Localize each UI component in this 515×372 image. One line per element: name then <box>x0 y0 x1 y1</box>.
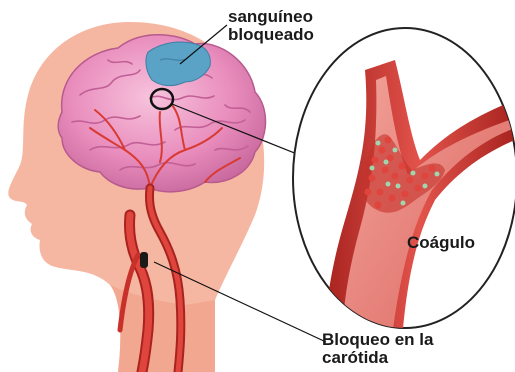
carotid-blockage <box>140 252 148 268</box>
carotid-block-label-line2: carótida <box>322 349 433 367</box>
blocked-blood-label-line1: sanguíneo <box>228 8 314 26</box>
carotid-block-label-line1: Bloqueo en la <box>322 331 433 349</box>
blocked-blood-label-line2: bloqueado <box>228 26 314 44</box>
carotid-block-label: Bloqueo en la carótida <box>322 331 433 367</box>
magnified-view <box>293 28 515 372</box>
blocked-blood-label: sanguíneo bloqueado <box>228 8 314 44</box>
clot-label: Coágulo <box>407 234 475 252</box>
